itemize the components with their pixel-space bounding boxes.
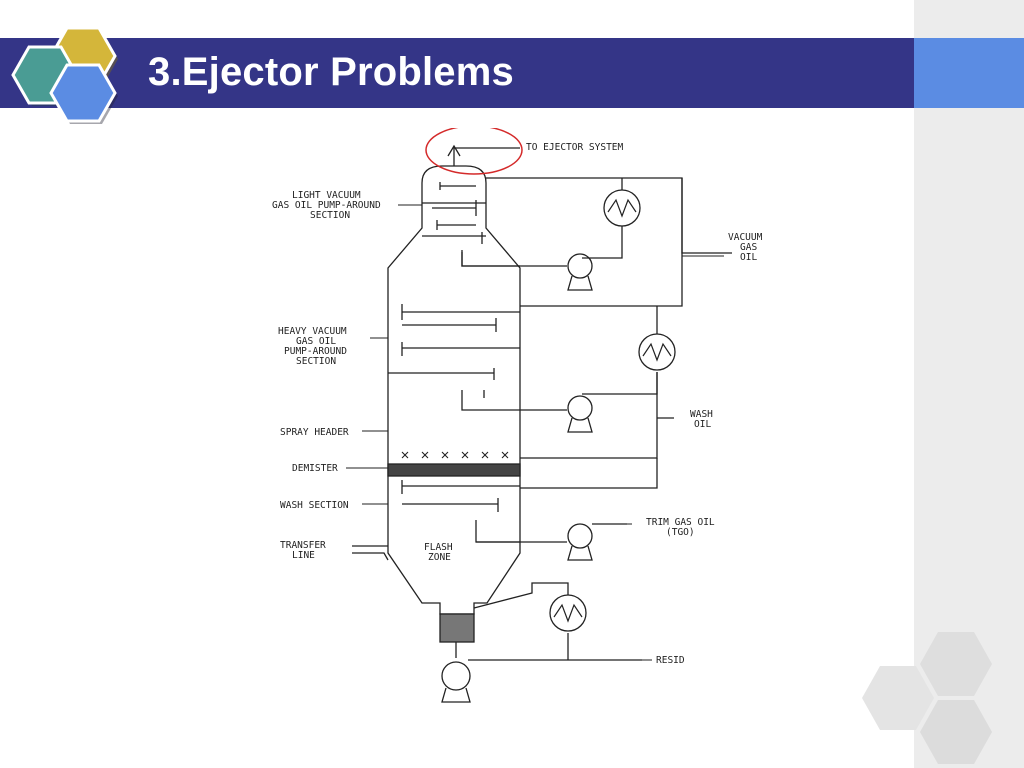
label-light-vacuum-2: GAS OIL PUMP-AROUND [272, 200, 381, 211]
hexagon-logo [11, 26, 118, 124]
label-resid: RESID [656, 655, 685, 666]
pump-wash [567, 523, 593, 549]
exchanger-top [603, 189, 641, 227]
label-wash-oil-1: WASH [690, 409, 713, 420]
label-light-vacuum-3: SECTION [310, 210, 350, 221]
label-spray-header: SPRAY HEADER [280, 427, 349, 438]
slide-title: 3.Ejector Problems [148, 50, 514, 94]
label-wash-oil-2: OIL [694, 419, 711, 430]
label-wash-section: WASH SECTION [280, 500, 349, 511]
label-vacuum-gas-oil-2: GAS [740, 242, 757, 253]
label-transfer-line-1: TRANSFER [280, 540, 326, 551]
label-vacuum-gas-oil-3: OIL [740, 252, 757, 263]
ejector-highlight [425, 128, 523, 175]
label-to-ejector: TO EJECTOR SYSTEM [526, 142, 624, 153]
label-flash-zone-2: ZONE [428, 552, 451, 563]
label-trim-gas-oil-2: (TGO) [666, 527, 695, 538]
pump-top [567, 253, 593, 279]
label-heavy-vacuum-2: GAS OIL [296, 336, 336, 347]
vacuum-column-diagram: TO EJECTOR SYSTEM LIGHT VACUUM GAS OIL P… [272, 128, 763, 703]
bottom-boot [439, 613, 475, 643]
pump-bottom [441, 661, 471, 691]
label-light-vacuum-1: LIGHT VACUUM [292, 190, 361, 201]
demister-pad [387, 463, 521, 477]
title-bar-accent [914, 38, 1024, 108]
label-heavy-vacuum-4: SECTION [296, 356, 336, 367]
label-transfer-line-2: LINE [292, 550, 315, 561]
label-demister: DEMISTER [292, 463, 338, 474]
column-shell [387, 165, 521, 615]
hex-blue-shape [49, 63, 117, 123]
exchanger-bottom [549, 594, 587, 632]
pump-mid [567, 395, 593, 421]
label-vacuum-gas-oil-1: VACUUM [728, 232, 763, 243]
title-bar [0, 38, 914, 108]
label-flash-zone-1: FLASH [424, 542, 453, 553]
exchanger-mid [638, 333, 676, 371]
label-heavy-vacuum-3: PUMP-AROUND [284, 346, 347, 357]
label-trim-gas-oil-1: TRIM GAS OIL [646, 517, 715, 528]
background-hexagons [862, 632, 992, 764]
label-heavy-vacuum-1: HEAVY VACUUM [278, 326, 347, 337]
